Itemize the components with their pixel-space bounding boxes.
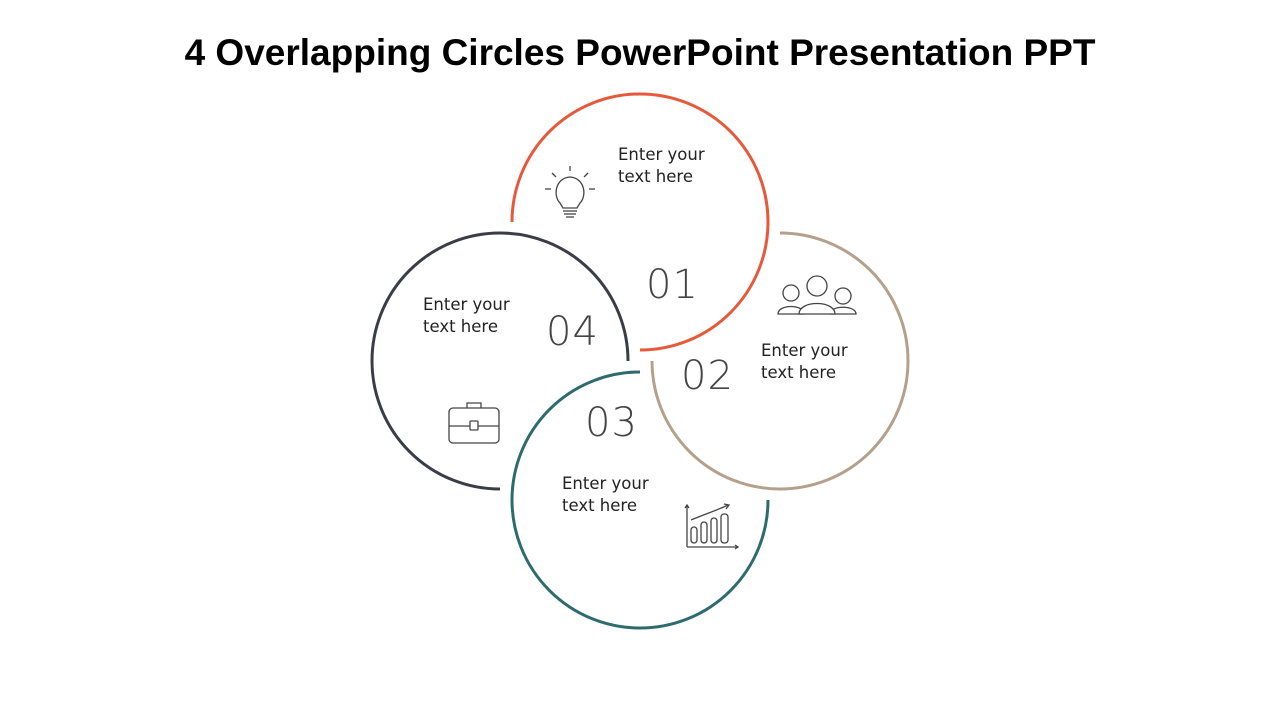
text-block-03: Enter your text here [562, 473, 649, 517]
lightbulb-icon [545, 166, 595, 218]
text-block-04: Enter your text here [423, 294, 510, 338]
bar-chart-icon [684, 503, 740, 550]
text-line: text here [562, 496, 637, 515]
people-icon [777, 275, 857, 315]
text-line: Enter your [761, 341, 848, 360]
text-block-02: Enter your text here [761, 340, 848, 384]
number-02: 02 [681, 353, 734, 399]
number-04: 04 [546, 309, 599, 355]
text-line: Enter your [423, 295, 510, 314]
circle-arc-03 [510, 370, 770, 630]
slide-title: 4 Overlapping Circles PowerPoint Present… [184, 32, 1096, 73]
text-line: text here [761, 363, 836, 382]
number-03: 03 [585, 400, 638, 446]
text-line: text here [423, 317, 498, 336]
circle-arc-04 [370, 231, 630, 491]
text-line: Enter your [618, 145, 705, 164]
circle-arc-02 [650, 231, 910, 491]
text-line: Enter your [562, 474, 649, 493]
circle-arc-01 [510, 92, 770, 352]
briefcase-icon [448, 402, 500, 444]
text-line: text here [618, 167, 693, 186]
number-01: 01 [646, 262, 699, 308]
text-block-01: Enter your text here [618, 144, 705, 188]
